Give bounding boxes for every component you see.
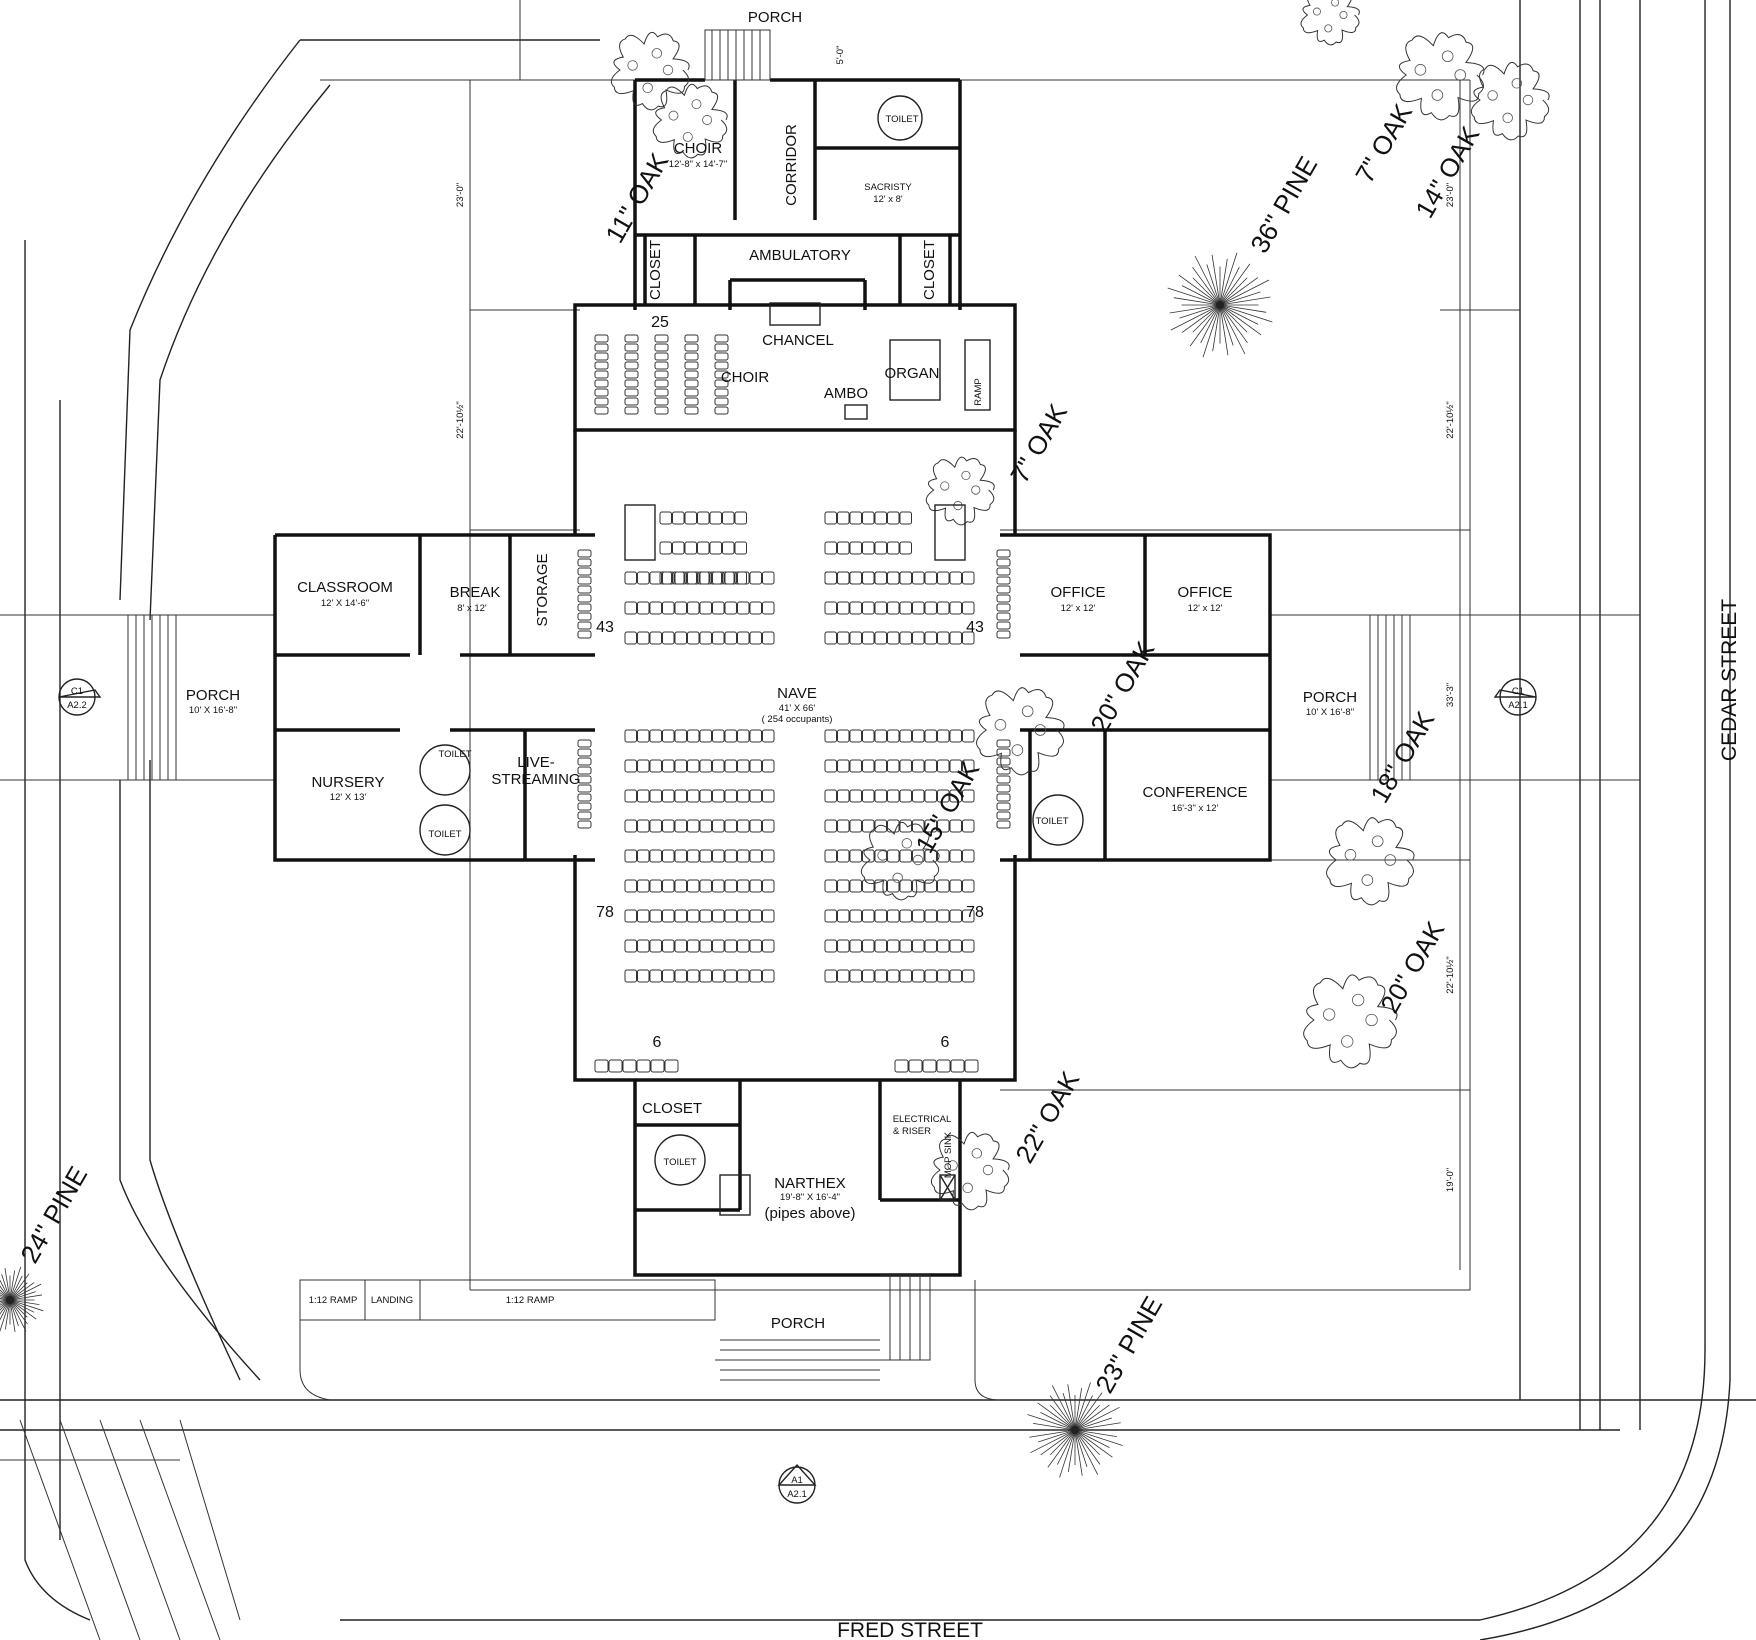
nave-label: NAVE [777,685,817,702]
closet-nw-label: CLOSET [647,240,664,300]
building-walls [273,78,1272,1277]
seat-count-choir: 25 [651,314,669,331]
room-labels: PORCH CHOIR 12'-8" x 14'-7" CORRIDOR TOI… [186,9,1357,1332]
porch-east-size: 10' X 16'-8" [1306,707,1354,718]
ramp-2-label: 1:12 RAMP [506,1295,555,1306]
section-west-top: C1 [71,686,83,697]
nursery-label: NURSERY [311,774,384,791]
chancel-label: CHANCEL [762,332,834,349]
ramp-1-label: 1:12 RAMP [309,1295,358,1306]
nave-size: 41' X 66' [779,703,816,714]
seat-count-nave-nw: 43 [596,619,614,636]
narthex-label: NARTHEX [774,1175,845,1192]
conference-size: 16'-3" x 12' [1172,803,1219,814]
street-east-label: CEDAR STREET [1718,599,1741,761]
porch-west-label: PORCH [186,687,240,704]
nursery-size: 12' X 13' [330,792,367,803]
break-size: 8' x 12' [457,603,487,614]
porch-south-label: PORCH [771,1315,825,1332]
mop-sink-label: MOP SINK [943,1131,954,1178]
fixtures [419,95,1084,1216]
office-1-size: 12' x 12' [1061,603,1096,614]
section-mark-south: A1 A2.1 [777,1463,817,1504]
storage-label: STORAGE [534,553,551,626]
ramp-label: RAMP [973,378,984,405]
office-2-label: OFFICE [1178,584,1233,601]
seat-count-nave-sw: 78 [596,904,614,921]
corridor-label: CORRIDOR [783,124,800,206]
section-east-top: C1 [1512,686,1524,697]
landing-label: LANDING [371,1295,413,1306]
section-marks: C1 A2.2 C1 A2.1 A1 A2.1 [58,678,1537,1504]
dim-porch-stair: 5'-0" [835,46,846,65]
dim-w1: 23'-0" [455,183,466,207]
dim-e1: 23'-0" [1445,183,1456,207]
narthex-note: (pipes above) [765,1205,856,1222]
livestream-label-2: STREAMING [491,771,580,788]
livestream-label-1: LIVE- [517,754,555,771]
nave-occupants: ( 254 occupants) [762,714,833,725]
section-mark-west: C1 A2.2 [58,678,102,716]
pews [577,334,1011,1073]
tree-symbols [0,0,1550,1478]
sacristy-label: SACRISTY [864,182,912,193]
stairs [120,29,1415,1401]
closet-ne-label: CLOSET [921,240,938,300]
toilet-east-label: TOILET [1035,816,1068,827]
narthex-size: 19'-8" X 16'-4" [780,1192,840,1203]
toilet-south-label: TOILET [663,1157,696,1168]
electrical-label-2: & RISER [893,1126,931,1137]
closet-south-label: CLOSET [642,1100,702,1117]
street-south-label: FRED STREET [837,1619,983,1640]
section-east-bottom: A2.1 [1508,700,1528,711]
seat-counts: 25 43 43 78 78 6 6 [596,314,984,1051]
toilet-north-label: TOILET [885,114,918,125]
classroom-size: 12' X 14'-6" [321,598,369,609]
porch-east-label: PORCH [1303,689,1357,706]
seat-count-nave-se: 78 [966,904,984,921]
ambo-label: AMBO [824,385,868,402]
office-2-size: 12' x 12' [1188,603,1223,614]
dim-e2: 22'-10½" [1445,401,1456,438]
classroom-label: CLASSROOM [297,579,393,596]
choir-room-label: CHOIR [674,140,723,157]
dim-w2: 22'-10½" [455,401,466,438]
seat-count-nave-ne: 43 [966,619,984,636]
section-south-bottom: A2.1 [787,1489,807,1500]
conference-label: CONFERENCE [1142,784,1247,801]
section-mark-east: C1 A2.1 [1493,678,1537,716]
office-1-label: OFFICE [1051,584,1106,601]
seat-count-rear-w: 6 [653,1034,662,1051]
section-west-bottom: A2.2 [67,700,87,711]
dimensions: 23'-0" 22'-10½" 23'-0" 22'-10½" 33'-3" 2… [455,46,1461,1270]
dim-e5: 19'-0" [1445,1168,1456,1192]
electrical-label-1: ELECTRICAL [893,1114,952,1125]
dim-e4: 22'-10½" [1445,956,1456,993]
organ-label: ORGAN [884,365,939,382]
choir-label: CHOIR [721,369,770,386]
porch-west-size: 10' X 16'-8" [189,705,237,716]
seat-count-rear-e: 6 [941,1034,950,1051]
break-label: BREAK [450,584,501,601]
toilet-w1-label: TOILET [438,749,471,760]
porch-north-label: PORCH [748,9,802,26]
toilet-w2-label: TOILET [428,829,461,840]
dim-e3: 33'-3" [1445,683,1456,707]
ambulatory-label: AMBULATORY [749,247,851,264]
section-south-top: A1 [791,1475,803,1486]
choir-room-size: 12'-8" x 14'-7" [669,159,727,170]
sacristy-size: 12' x 8' [873,194,903,205]
